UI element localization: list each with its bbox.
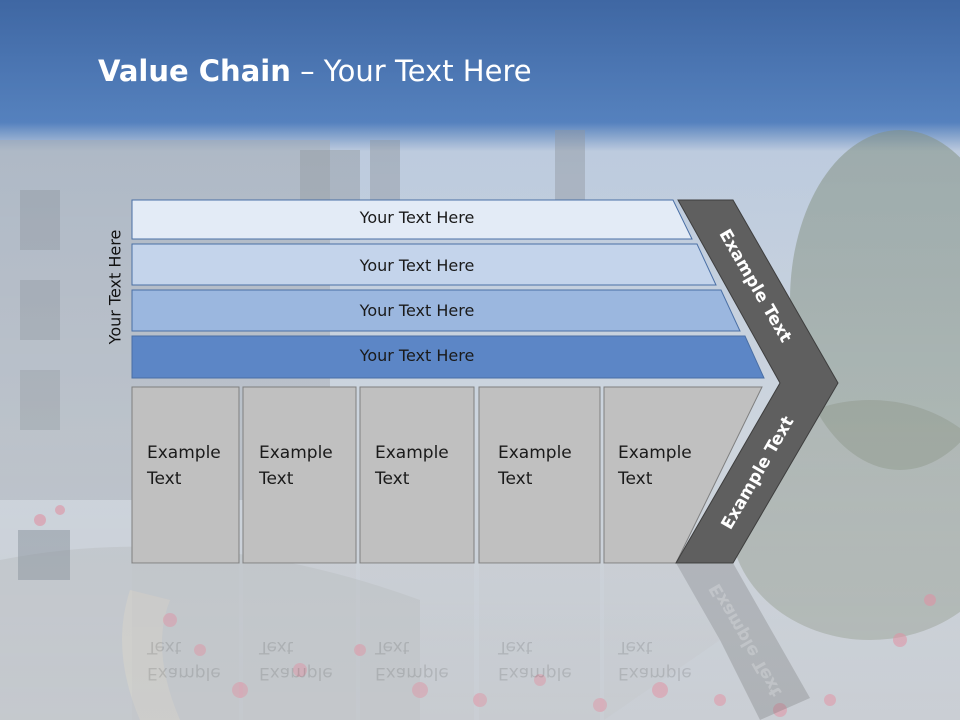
- box-label-line1: Example: [147, 663, 221, 683]
- slide-title: Value Chain – Your Text Here: [98, 54, 532, 88]
- box-label-reflection: Example Text: [498, 634, 572, 686]
- activity-box: [131, 386, 240, 564]
- box-label-reflection: Example Text: [147, 634, 221, 686]
- box-label-line1: Example: [259, 443, 333, 463]
- box-label-reflection: Example Text: [259, 634, 333, 686]
- value-chain-boxes: [131, 386, 763, 720]
- box-label-line2: Text: [259, 469, 294, 489]
- activity-box: [359, 386, 475, 564]
- box-label-line2: Text: [147, 469, 182, 489]
- box-label-line2: Text: [259, 637, 294, 657]
- process-bar: [131, 289, 741, 332]
- bar-label: Your Text Here: [359, 301, 475, 320]
- box-label-line1: Example: [498, 663, 572, 683]
- box-label-line2: Text: [498, 469, 533, 489]
- bar-label: Your Text Here: [359, 256, 475, 275]
- margin-chevron-reflection: [676, 563, 810, 720]
- activity-box: [478, 386, 601, 564]
- box-label-reflection: Example Text: [618, 634, 692, 686]
- box-label-line1: Example: [147, 443, 221, 463]
- box-label-line2: Text: [498, 637, 533, 657]
- box-label-reflection: Example Text: [375, 634, 449, 686]
- box-label-line2: Text: [618, 469, 653, 489]
- margin-chevron: [675, 199, 839, 564]
- title-rest: – Your Text Here: [290, 54, 532, 88]
- bar-label: Your Text Here: [359, 208, 475, 227]
- box-label-line2: Text: [375, 469, 410, 489]
- activity-box-reflection: [360, 563, 474, 720]
- process-bar: [131, 199, 693, 240]
- box-label-line1: Example: [375, 443, 449, 463]
- box-label-line1: Example: [618, 443, 692, 463]
- vertical-label: Your Text Here: [105, 229, 125, 345]
- value-chain-chevron: [675, 199, 839, 720]
- title-bold: Value Chain: [98, 54, 291, 88]
- box-label-line1: Example: [259, 663, 333, 683]
- box-label-line2: Text: [618, 637, 653, 657]
- activity-box-reflection: [132, 563, 239, 720]
- box-label-line2: Text: [147, 637, 182, 657]
- bar-label: Your Text Here: [359, 346, 475, 365]
- process-bar: [131, 335, 765, 379]
- activity-box-reflection: [243, 563, 356, 720]
- activity-box-reflection: [604, 563, 720, 720]
- box-label-line2: Text: [375, 637, 410, 657]
- box-label-line1: Example: [375, 663, 449, 683]
- activity-box: [242, 386, 357, 564]
- process-bar: [131, 243, 717, 286]
- box-label-line1: Example: [618, 663, 692, 683]
- value-chain-bars: [131, 199, 765, 379]
- activity-box-reflection: [479, 563, 600, 720]
- box-label-line1: Example: [498, 443, 572, 463]
